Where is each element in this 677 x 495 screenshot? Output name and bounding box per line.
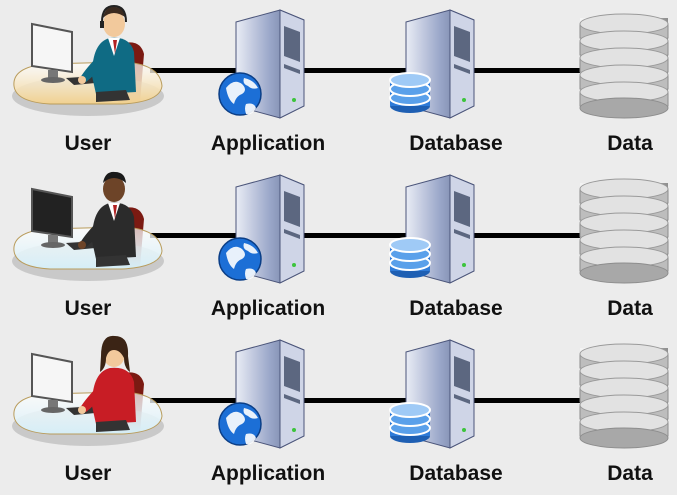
server-with-database-icon [388,173,478,288]
user-label: User [64,297,112,320]
database-stack-icon [574,338,674,453]
database-label: Database [409,462,503,485]
server-with-globe-icon [218,8,308,123]
server-with-database-icon [388,8,478,123]
person-at-desk-icon [8,4,168,124]
data-label: Data [607,132,653,155]
application-label: Application [210,297,326,320]
person-at-desk-icon [8,334,168,454]
user-label: User [64,132,112,155]
server-with-database-icon [388,338,478,453]
application-label: Application [210,462,326,485]
connector-line [150,398,590,403]
server-with-globe-icon [218,338,308,453]
database-stack-icon [574,8,674,123]
data-label: Data [607,462,653,485]
person-at-desk-icon [8,169,168,289]
database-label: Database [409,297,503,320]
database-label: Database [409,132,503,155]
connector-line [150,68,590,73]
tier-row-2: User Application [0,165,677,330]
tier-row-1: User Application [0,0,677,165]
database-stack-icon [574,173,674,288]
application-label: Application [210,132,326,155]
data-label: Data [607,297,653,320]
tier-row-3: User Application [0,330,677,495]
connector-line [150,233,590,238]
user-label: User [64,462,112,485]
server-with-globe-icon [218,173,308,288]
